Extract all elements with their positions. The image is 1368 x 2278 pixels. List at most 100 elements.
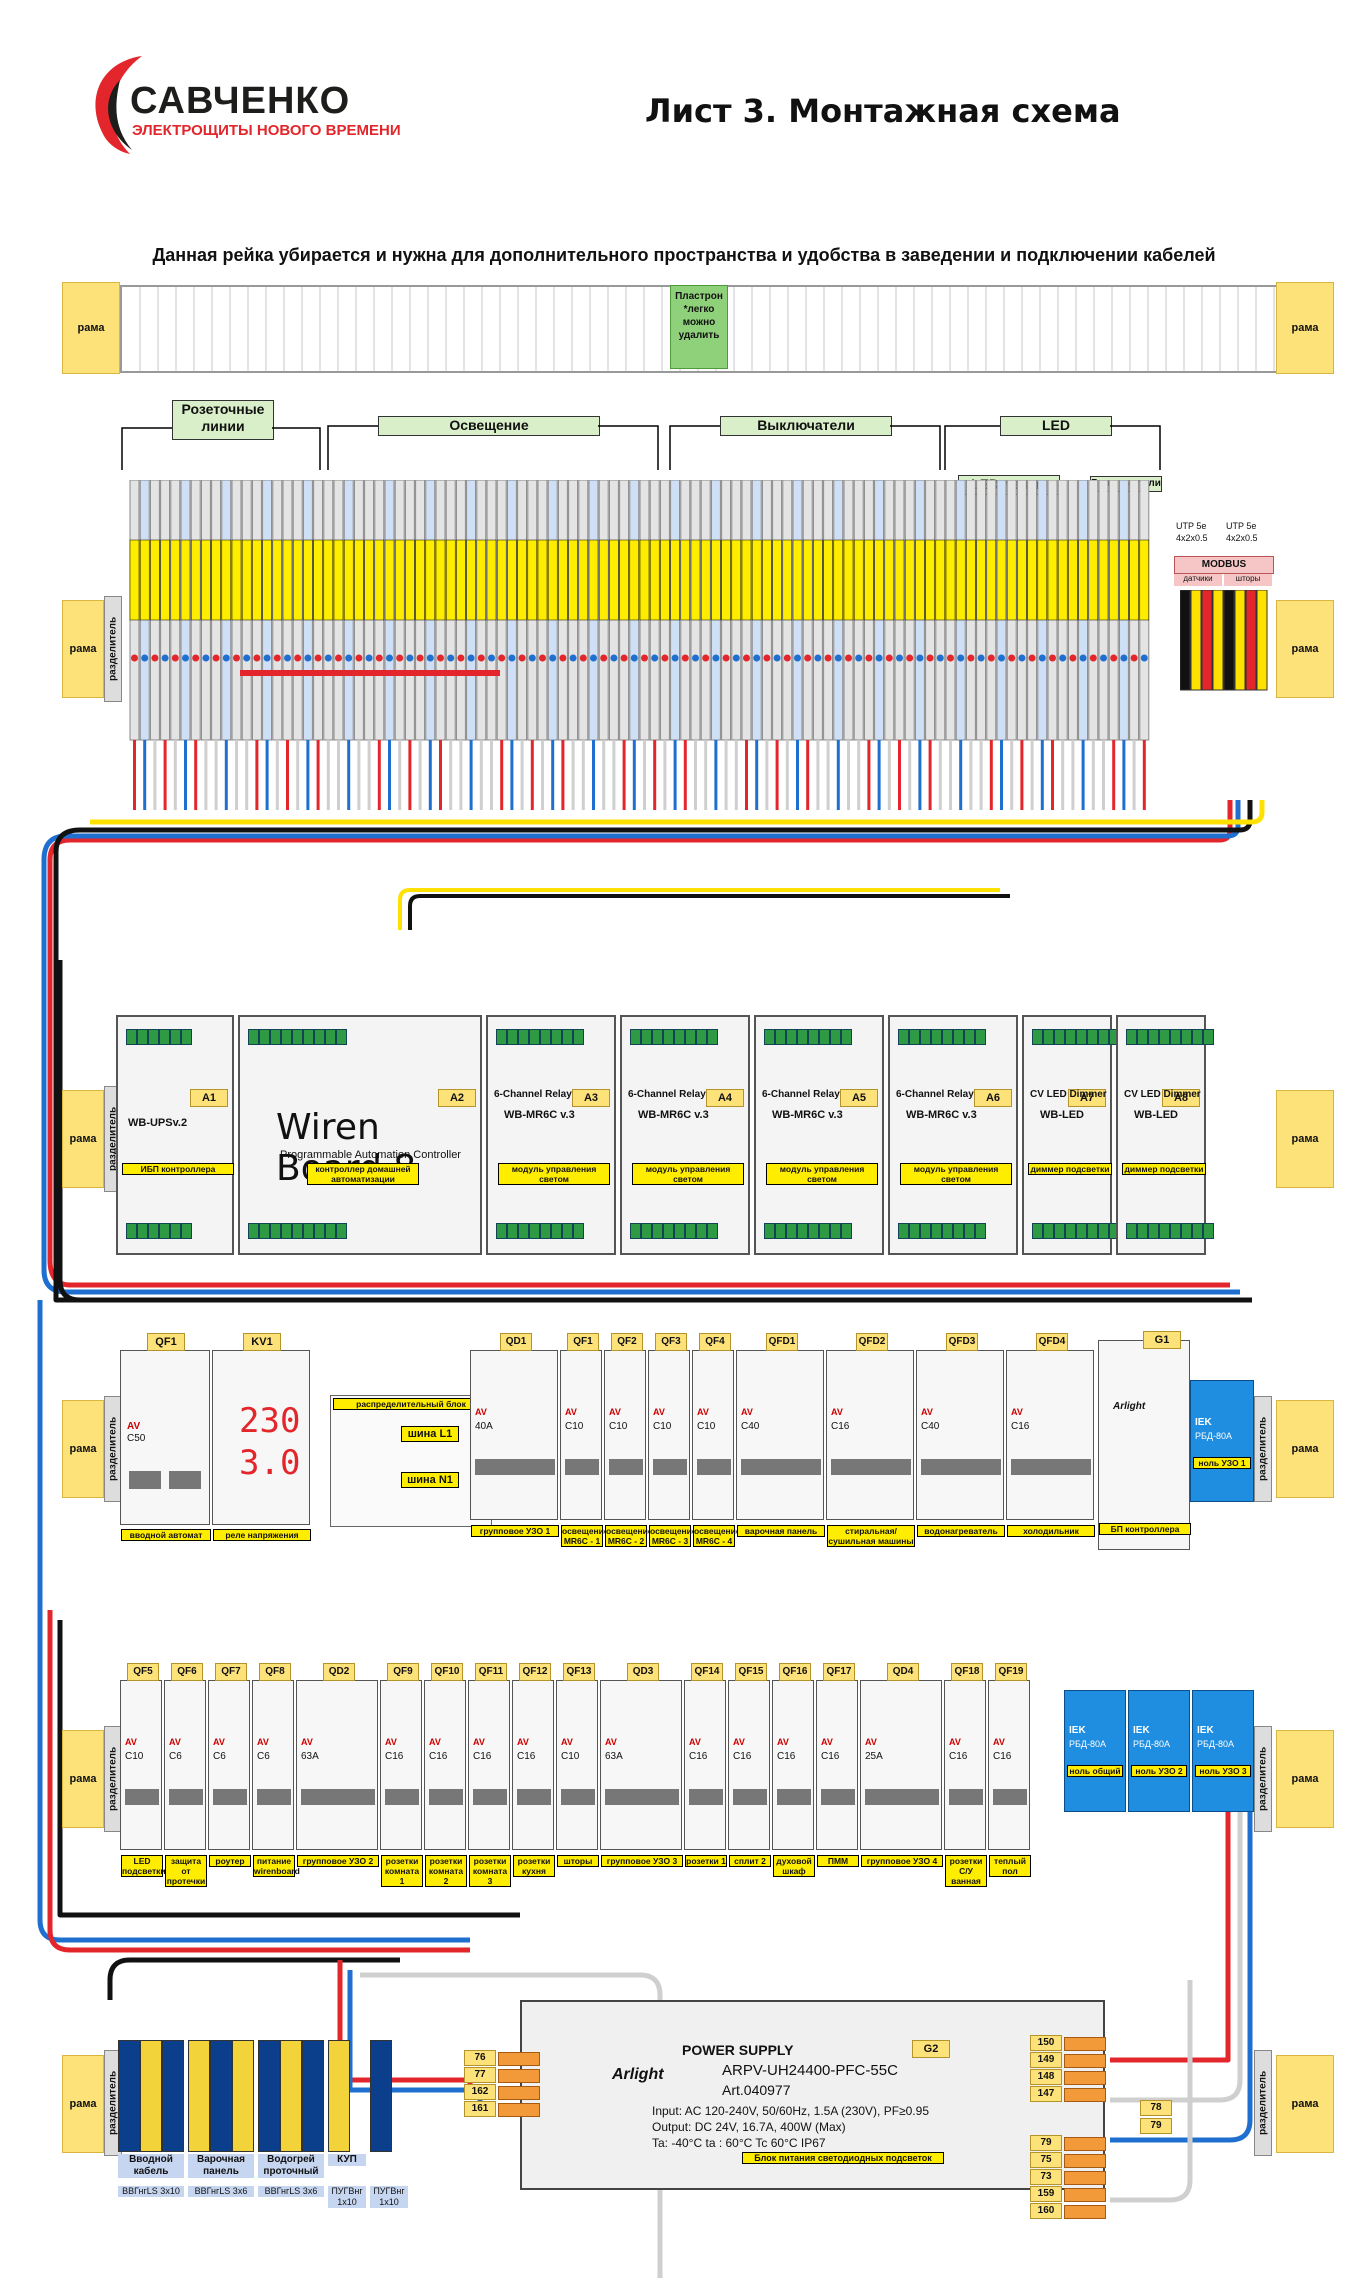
connector[interactable] xyxy=(696,1029,707,1045)
connector[interactable] xyxy=(909,1223,920,1239)
connector[interactable] xyxy=(830,1029,841,1045)
terminal-block[interactable] xyxy=(162,2040,184,2152)
connector[interactable] xyxy=(1159,1223,1170,1239)
connector[interactable] xyxy=(137,1029,148,1045)
connector[interactable] xyxy=(663,1029,674,1045)
connector[interactable] xyxy=(808,1029,819,1045)
toggle-lever[interactable] xyxy=(741,1459,821,1475)
connector[interactable] xyxy=(148,1223,159,1239)
connector[interactable] xyxy=(181,1223,192,1239)
voltage-relay-kv1[interactable]: KV1 230 3.0 реле напряжения xyxy=(212,1333,311,1541)
wago-clamp[interactable] xyxy=(1064,2188,1106,2202)
connector[interactable] xyxy=(964,1223,975,1239)
neutral-disconnector-1[interactable]: IEK РБД-80А ноль УЗО 1 xyxy=(1190,1380,1254,1502)
led-power-supply-g2[interactable]: G2 POWER SUPPLY ARPV-UH24400-PFC-55C Art… xyxy=(520,2000,1105,2190)
connector[interactable] xyxy=(336,1223,347,1239)
wago-clamp[interactable] xyxy=(1064,2037,1106,2051)
connector[interactable] xyxy=(975,1029,986,1045)
connector[interactable] xyxy=(1192,1223,1203,1239)
connector[interactable] xyxy=(148,1029,159,1045)
connector[interactable] xyxy=(540,1223,551,1239)
wago-clamp[interactable] xyxy=(1064,2071,1106,2085)
connector[interactable] xyxy=(529,1029,540,1045)
connector[interactable] xyxy=(518,1029,529,1045)
toggle-lever[interactable] xyxy=(921,1459,1001,1475)
wago-clamp[interactable] xyxy=(498,2052,540,2066)
connector[interactable] xyxy=(1043,1223,1054,1239)
connector[interactable] xyxy=(1148,1029,1159,1045)
connector[interactable] xyxy=(786,1223,797,1239)
toggle-lever[interactable] xyxy=(301,1789,375,1805)
connector[interactable] xyxy=(1054,1223,1065,1239)
terminal-block[interactable] xyxy=(140,2040,162,2152)
connector[interactable] xyxy=(303,1029,314,1045)
connector[interactable] xyxy=(248,1223,259,1239)
wago-clamp[interactable] xyxy=(1064,2154,1106,2168)
connector[interactable] xyxy=(1159,1029,1170,1045)
connector[interactable] xyxy=(1126,1223,1137,1239)
toggle-lever[interactable] xyxy=(561,1789,595,1805)
connector[interactable] xyxy=(808,1223,819,1239)
connector[interactable] xyxy=(630,1029,641,1045)
connector[interactable] xyxy=(181,1029,192,1045)
connector[interactable] xyxy=(841,1223,852,1239)
connector[interactable] xyxy=(314,1223,325,1239)
connector[interactable] xyxy=(1098,1029,1109,1045)
connector[interactable] xyxy=(281,1029,292,1045)
connector[interactable] xyxy=(1054,1029,1065,1045)
connector[interactable] xyxy=(819,1223,830,1239)
connector[interactable] xyxy=(953,1223,964,1239)
terminal-block[interactable] xyxy=(370,2040,392,2152)
connector[interactable] xyxy=(270,1029,281,1045)
connector[interactable] xyxy=(786,1029,797,1045)
toggle-lever[interactable] xyxy=(821,1789,855,1805)
connector[interactable] xyxy=(281,1223,292,1239)
connector[interactable] xyxy=(953,1029,964,1045)
connector[interactable] xyxy=(1137,1029,1148,1045)
connector[interactable] xyxy=(259,1029,270,1045)
connector[interactable] xyxy=(1043,1029,1054,1045)
connector[interactable] xyxy=(248,1029,259,1045)
connector[interactable] xyxy=(920,1029,931,1045)
wago-clamp[interactable] xyxy=(1064,2054,1106,2068)
toggle-lever[interactable] xyxy=(169,1471,201,1489)
connector[interactable] xyxy=(1181,1223,1192,1239)
connector[interactable] xyxy=(496,1029,507,1045)
connector[interactable] xyxy=(551,1029,562,1045)
connector[interactable] xyxy=(1148,1223,1159,1239)
connector[interactable] xyxy=(1170,1029,1181,1045)
connector[interactable] xyxy=(909,1029,920,1045)
connector[interactable] xyxy=(551,1223,562,1239)
terminal-block[interactable] xyxy=(118,2040,140,2152)
connector[interactable] xyxy=(775,1029,786,1045)
terminal-block[interactable] xyxy=(328,2040,350,2152)
connector[interactable] xyxy=(1065,1029,1076,1045)
connector[interactable] xyxy=(314,1029,325,1045)
connector[interactable] xyxy=(126,1029,137,1045)
connector[interactable] xyxy=(1203,1223,1214,1239)
connector[interactable] xyxy=(1076,1223,1087,1239)
terminal-block[interactable] xyxy=(302,2040,324,2152)
connector[interactable] xyxy=(325,1223,336,1239)
connector[interactable] xyxy=(674,1223,685,1239)
connector[interactable] xyxy=(573,1223,584,1239)
connector[interactable] xyxy=(1098,1223,1109,1239)
connector[interactable] xyxy=(942,1029,953,1045)
